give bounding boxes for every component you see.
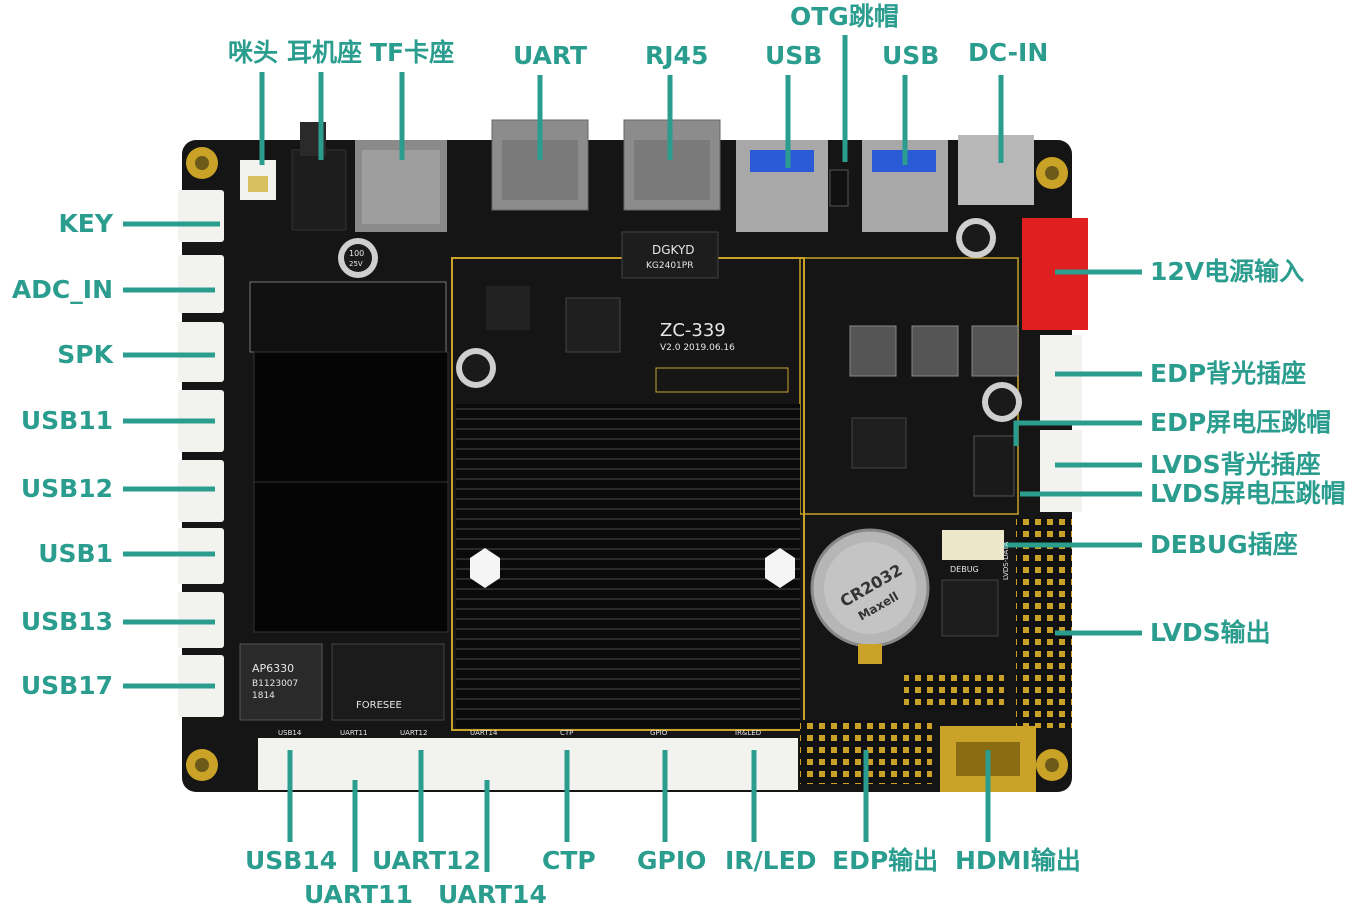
label-dcin: DC-IN <box>968 38 1049 67</box>
label-usb13: USB13 <box>20 607 113 636</box>
bottom-silk-label: UART12 <box>400 729 427 737</box>
label-uart: UART <box>513 41 588 70</box>
label-edp-jumper: EDP屏电压跳帽 <box>1150 408 1332 437</box>
capacitors <box>338 218 1022 422</box>
otg-jumper-part <box>829 169 849 207</box>
silk-wifi-3: 1814 <box>252 691 275 701</box>
label-usb11: USB11 <box>20 406 113 435</box>
label-usb12: USB12 <box>20 474 113 503</box>
label-usb-b: USB <box>882 41 940 70</box>
bottom-silk-label: CTP <box>560 729 573 737</box>
wifi-chip <box>239 643 323 721</box>
label-usb17: USB17 <box>20 671 113 700</box>
inductors <box>849 325 1019 377</box>
silk-flash: FORESEE <box>356 700 402 711</box>
label-usb14: USB14 <box>245 846 338 875</box>
label-uart12: UART12 <box>372 846 481 875</box>
edp-bl-connector <box>1040 335 1082 421</box>
bottom-silk-label: GPIO <box>650 729 668 737</box>
label-adc: ADC_IN <box>11 275 113 304</box>
lvds-header <box>1016 518 1072 728</box>
label-spk: SPK <box>57 340 113 369</box>
label-mic: 咪头 <box>228 38 279 67</box>
label-lvds-bl: LVDS背光插座 <box>1150 450 1321 479</box>
mounting-holes <box>186 147 1068 781</box>
label-12v: 12V电源输入 <box>1150 257 1305 286</box>
label-ctp: CTP <box>542 846 596 875</box>
pointer-lines <box>123 35 1142 872</box>
bottom-connectors <box>258 738 798 790</box>
silk-wifi-2: B1123007 <box>252 679 298 689</box>
label-key: KEY <box>58 209 113 238</box>
silk-cap-1v: 25V <box>349 260 363 268</box>
label-tf: TF卡座 <box>370 38 455 67</box>
debug-connector <box>942 530 1004 560</box>
silk-wifi-1: AP6330 <box>252 662 294 675</box>
headphone-jack <box>291 149 347 231</box>
label-otg: OTG跳帽 <box>790 2 899 31</box>
silk-lvds: LVDS-DATA <box>1002 541 1010 580</box>
label-usb1: USB1 <box>38 539 113 568</box>
label-edp-bl: EDP背光插座 <box>1150 359 1307 388</box>
bottom-silk-label: USB14 <box>278 729 302 737</box>
silk-dgkyd: DGKYD <box>652 243 695 257</box>
bottom-silk-label: IR&LED <box>735 729 761 737</box>
heatsink <box>456 404 800 728</box>
standoff-right <box>765 548 795 588</box>
label-lvds-jumper: LVDS屏电压跳帽 <box>1150 479 1346 508</box>
label-uart14: UART14 <box>438 880 547 909</box>
label-hdmi-out: HDMI输出 <box>955 846 1081 875</box>
silk-cap-1: 100 <box>349 249 364 258</box>
label-edp-out: EDP输出 <box>832 846 939 875</box>
m2-slot <box>249 281 447 353</box>
bottom-silk-label: UART14 <box>470 729 498 737</box>
label-rj45: RJ45 <box>645 41 709 70</box>
label-debug: DEBUG插座 <box>1150 530 1298 559</box>
label-usb-a: USB <box>765 41 823 70</box>
label-headphone: 耳机座 <box>287 38 363 67</box>
label-gpio: GPIO <box>637 846 707 875</box>
silk-model: ZC-339 <box>660 320 726 341</box>
bottom-silk-label: UART11 <box>340 729 367 737</box>
lvds-bl-connector <box>1040 430 1082 512</box>
silk-debug: DEBUG <box>950 565 979 574</box>
silk-kg: KG2401PR <box>646 261 693 271</box>
bottom-silkscreen: USB14 UART11 UART12 UART14 CTP GPIO IR&LED <box>278 729 761 737</box>
dcin-jack <box>958 135 1034 205</box>
label-irled: IR/LED <box>725 846 817 875</box>
silk-version: V2.0 2019.06.16 <box>660 343 735 353</box>
label-lvds-out: LVDS输出 <box>1150 618 1271 647</box>
standoff-left <box>470 548 500 588</box>
flash-chip <box>331 643 445 721</box>
label-uart11: UART11 <box>304 880 413 909</box>
